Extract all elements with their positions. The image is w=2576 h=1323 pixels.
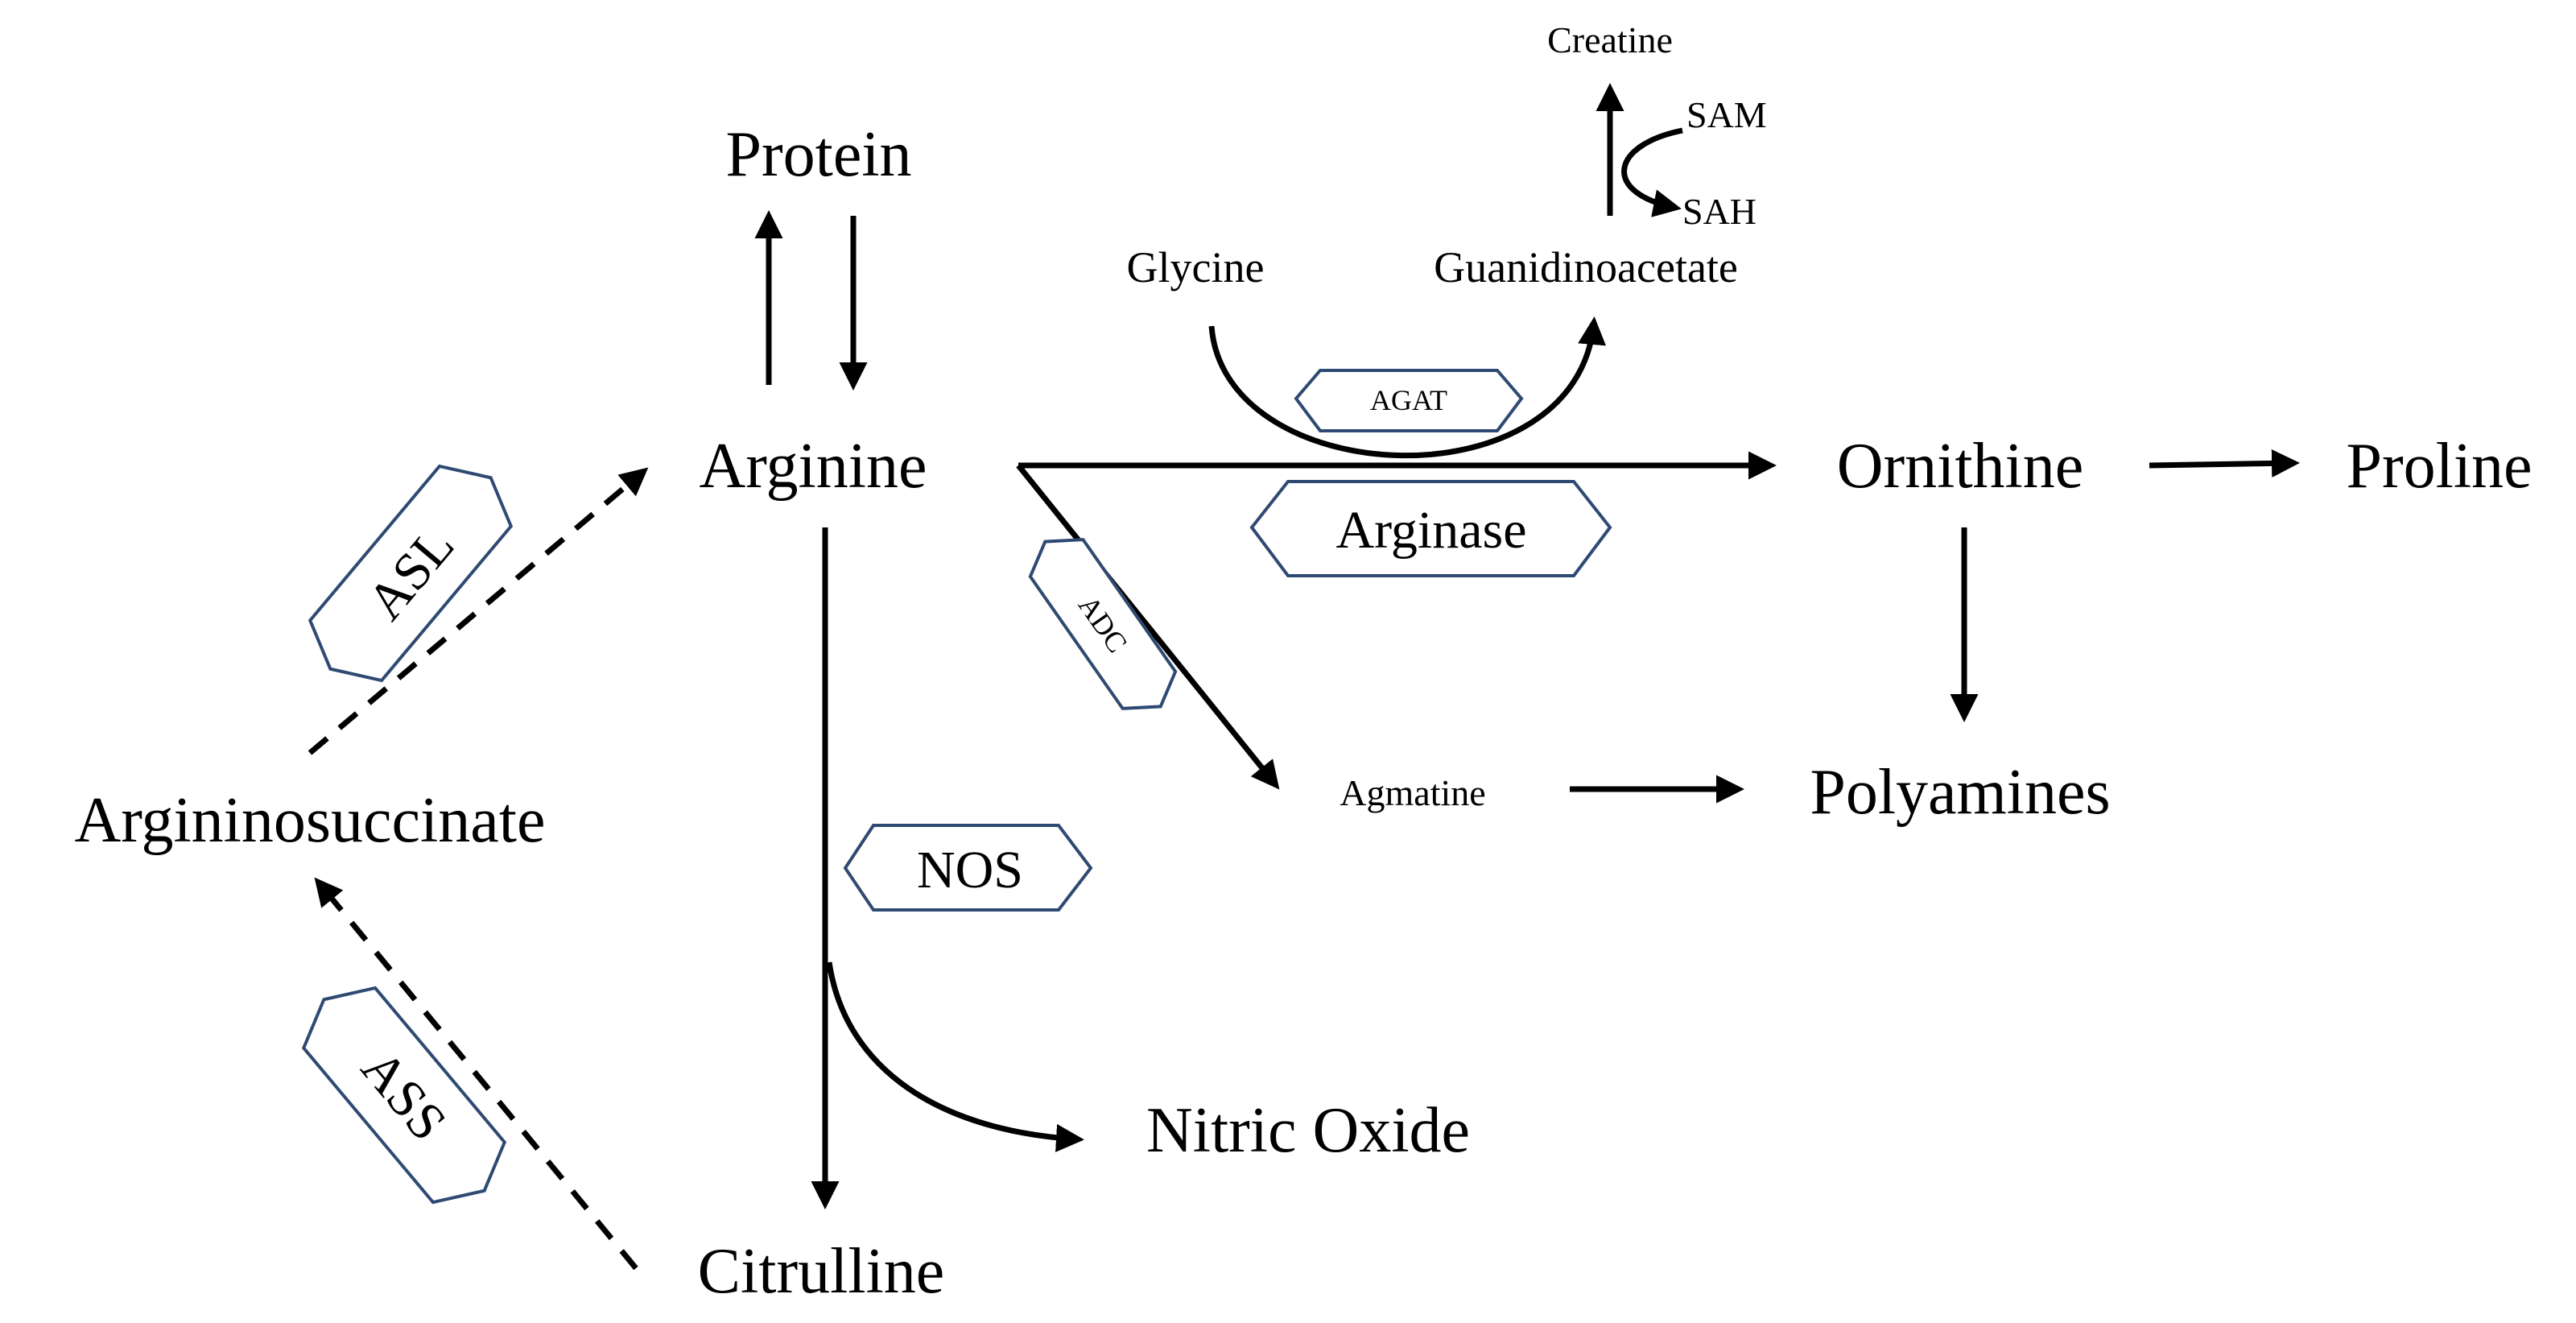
enzyme-nos-label: NOS	[917, 841, 1023, 899]
arrow-argininosuccinate-to-arginine	[308, 467, 649, 755]
node-sam: SAM	[1686, 94, 1767, 135]
enzyme-ass: ASS	[301, 986, 507, 1205]
arrow-glycine-to-guanidinoacetate	[1208, 316, 1606, 459]
enzyme-asl: ASL	[308, 464, 514, 683]
arrow-to-nitric-oxide	[826, 961, 1084, 1152]
enzyme-agat-label: AGAT	[1370, 384, 1447, 416]
node-creatine: Creatine	[1547, 19, 1673, 60]
node-sah: SAH	[1682, 191, 1757, 232]
node-guanidinoacetate: Guanidinoacetate	[1434, 243, 1738, 291]
node-glycine: Glycine	[1127, 243, 1265, 291]
enzyme-adc: ADC	[1028, 538, 1178, 710]
arrow-ornithine-to-proline	[2149, 449, 2300, 478]
node-ornithine: Ornithine	[1837, 431, 2084, 502]
enzyme-agat: AGAT	[1294, 369, 1524, 432]
node-argininosuccinate: Argininosuccinate	[74, 785, 545, 856]
arrow-arginine-to-agmatine	[1016, 463, 1280, 790]
enzyme-nos: NOS	[843, 824, 1093, 912]
node-protein: Protein	[725, 119, 911, 190]
arrow-sam-to-sah	[1621, 127, 1683, 217]
enzyme-arginase-label: Arginase	[1335, 501, 1526, 560]
node-citrulline: Citrulline	[698, 1236, 945, 1307]
enzyme-arginase: Arginase	[1249, 480, 1612, 577]
node-polyamines: Polyamines	[1810, 757, 2110, 828]
node-proline: Proline	[2346, 431, 2532, 502]
node-nitric-oxide: Nitric Oxide	[1146, 1095, 1470, 1166]
node-arginine: Arginine	[700, 431, 927, 502]
arrow-citrulline-to-argininosuccinate	[314, 877, 638, 1271]
node-agmatine: Agmatine	[1340, 772, 1485, 813]
